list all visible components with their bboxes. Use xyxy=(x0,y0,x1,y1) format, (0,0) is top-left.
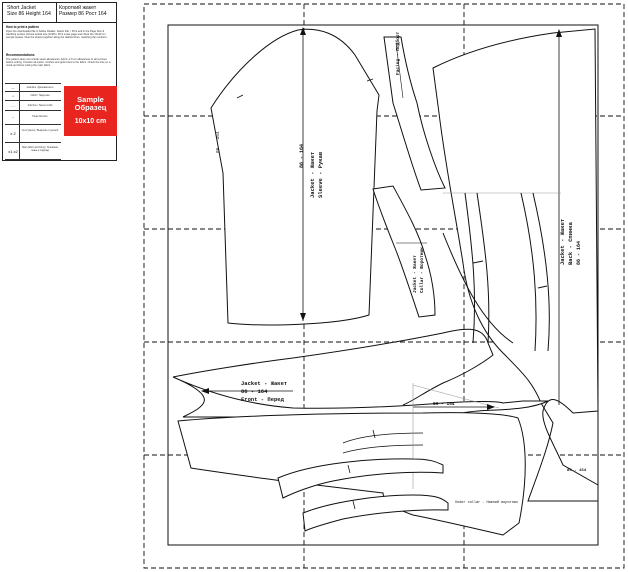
title-ru-line1: Короткий жакет xyxy=(59,5,97,11)
sleeve-size-2: 86 - 164 xyxy=(215,131,221,153)
sleeve-label: Jacket - Жакет xyxy=(309,152,316,198)
symbol-glyph: ⊥ xyxy=(11,94,15,98)
sleeve-piece: Jacket - Жакет Sleeve - Рукав 86 - 164 8… xyxy=(210,27,380,326)
sample-size: 10x10 cm xyxy=(74,118,107,125)
back-sub: Back - Спинка xyxy=(567,221,574,265)
sample-line1: Sample xyxy=(77,95,104,104)
symbol-row: x1 x2 Main fabric and lining / Основная … xyxy=(5,142,61,160)
section-recommend-text: The pattern does not include seam allowa… xyxy=(6,58,111,68)
print-border xyxy=(167,24,599,546)
legend-header: Short Jacket Size 86 Height 164 Короткий… xyxy=(3,3,116,23)
symbol-label: Grainline / Долевая нить xyxy=(26,86,54,89)
title-en-line2: Size 86 Height 164 xyxy=(7,11,51,17)
sample-title: Sample Образец xyxy=(64,96,117,112)
legend-card: Short Jacket Size 86 Height 164 Короткий… xyxy=(2,2,117,161)
section-print-title: How to print a pattern xyxy=(6,25,39,29)
symbol-label: Fold line / Линия сгиба xyxy=(27,104,53,107)
symbol-label: Notch / Надсечка xyxy=(30,94,50,97)
section-print-text: Open the downloaded file in Adobe Reader… xyxy=(6,30,108,40)
collar-sub: Collar - Воротник xyxy=(419,247,425,293)
front-label: Jacket - Жакет xyxy=(241,380,287,387)
sleeve-sub: Sleeve - Рукав xyxy=(317,151,324,198)
collar-piece: Jacket - Жакет Collar - Воротник xyxy=(372,185,436,318)
collar-strips xyxy=(277,458,449,532)
symbol-glyph: — xyxy=(11,86,15,90)
side-strips xyxy=(442,192,550,352)
symbol-glyph: x 2 xyxy=(10,131,16,136)
back-size: 86 - 164 xyxy=(576,241,582,265)
title-ru: Короткий жакет Размер 86 Рост 164 xyxy=(59,5,107,17)
sleeve-size: 86 - 164 xyxy=(299,144,305,168)
title-en: Short Jacket Size 86 Height 164 xyxy=(7,5,51,17)
symbol-label: Main fabric and lining / Основная ткань … xyxy=(22,146,58,152)
symbol-glyph: x1 x2 xyxy=(8,149,18,154)
symbol-table: — Grainline / Долевая нить ⊥ Notch / Над… xyxy=(5,83,61,160)
title-ru-line2: Размер 86 Рост 164 xyxy=(59,11,107,17)
header-divider xyxy=(56,3,57,23)
collar-label: Jacket - Жакет xyxy=(412,255,418,293)
symbol-row: x 2 Cut 2 pieces / Выкроить 2 детали xyxy=(5,124,61,142)
front-piece: Jacket - Жакет 86 - 164 Front - Перед 86… xyxy=(172,328,549,418)
strip-label: Facing - Подборт xyxy=(394,31,401,75)
title-en-line1: Short Jacket xyxy=(7,5,36,11)
symbol-row: - - - Fold line / Линия сгиба xyxy=(5,100,61,110)
small-label-br: 86 - 164 xyxy=(567,469,587,473)
back-piece: Jacket - Жакет Back - Спинка 86 - 164 xyxy=(432,28,599,502)
front-sub: Front - Перед xyxy=(241,396,285,403)
front-notch-label: 86 - 164 xyxy=(433,401,455,407)
facing-strip-top: Facing - Подборт xyxy=(383,31,446,191)
back-label: Jacket - Жакет xyxy=(559,219,566,265)
symbol-row: — Grainline / Долевая нить xyxy=(5,83,61,91)
symbol-row: ↔ Pleat direction xyxy=(5,110,61,124)
symbol-label: Pleat direction xyxy=(32,115,48,118)
under-collar-label: Under collar - Нижний воротник xyxy=(455,500,518,505)
pattern-sheet: Jacket - Жакет Sleeve - Рукав 86 - 164 8… xyxy=(143,3,625,569)
symbol-glyph: ↔ xyxy=(11,115,15,119)
symbol-glyph: - - - xyxy=(10,104,16,108)
front-size: 86 - 164 xyxy=(241,388,268,395)
sample-line2: Образец xyxy=(74,103,107,112)
pattern-drawing: Jacket - Жакет Sleeve - Рукав 86 - 164 8… xyxy=(143,3,625,569)
symbol-label: Cut 2 pieces / Выкроить 2 детали xyxy=(21,129,59,132)
section-recommend-title: Recommendations xyxy=(6,53,35,57)
symbol-row: ⊥ Notch / Надсечка xyxy=(5,91,61,100)
sample-square: Sample Образец 10x10 cm xyxy=(64,86,117,136)
